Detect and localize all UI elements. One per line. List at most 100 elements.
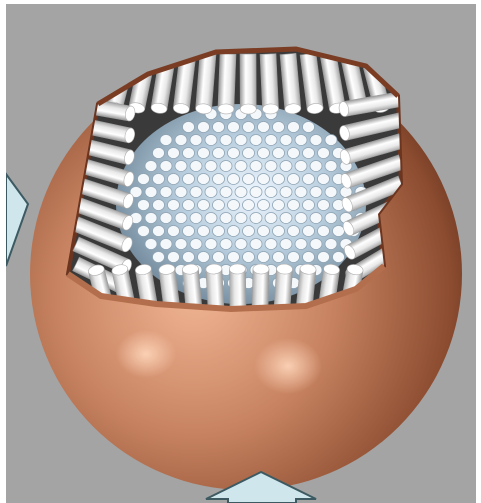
inner-cell — [325, 161, 337, 172]
inner-cell — [213, 200, 225, 211]
inner-cell — [250, 213, 262, 224]
inner-cell — [205, 135, 217, 146]
inner-cell — [310, 239, 322, 250]
inner-cell — [213, 174, 225, 185]
inner-cell — [295, 161, 307, 172]
inner-cell — [310, 161, 322, 172]
inner-cell — [258, 174, 270, 185]
scene-svg — [6, 4, 476, 503]
inner-cell — [235, 213, 247, 224]
inner-cell — [243, 252, 255, 263]
inner-cell — [228, 174, 240, 185]
inner-cell — [265, 161, 277, 172]
inner-cell — [168, 226, 180, 237]
inner-cell — [303, 122, 315, 133]
inner-cell — [295, 239, 307, 250]
rod — [260, 54, 279, 115]
inner-cell — [258, 226, 270, 237]
inner-cell — [205, 161, 217, 172]
inner-cell — [310, 187, 322, 198]
inner-cell — [318, 148, 330, 159]
inner-cell — [160, 213, 172, 224]
inner-cell — [198, 200, 210, 211]
inner-cell — [243, 148, 255, 159]
inner-cell — [288, 252, 300, 263]
inner-cell — [183, 148, 195, 159]
inner-cell — [220, 187, 232, 198]
inner-cell — [138, 226, 150, 237]
inner-cell — [273, 200, 285, 211]
inner-cell — [295, 213, 307, 224]
inner-cell — [220, 135, 232, 146]
inner-cell — [273, 252, 285, 263]
inner-cell — [243, 122, 255, 133]
inner-cell — [318, 174, 330, 185]
rod — [229, 264, 246, 309]
inner-cell — [190, 161, 202, 172]
inner-cell — [235, 161, 247, 172]
inner-cell — [183, 252, 195, 263]
specular-highlight — [254, 338, 322, 394]
inner-cell — [280, 213, 292, 224]
inner-cell — [235, 135, 247, 146]
inner-cell — [295, 135, 307, 146]
inner-cell — [213, 252, 225, 263]
inner-cell — [198, 122, 210, 133]
inner-cell — [190, 135, 202, 146]
inner-cell — [280, 135, 292, 146]
rod — [218, 54, 236, 115]
inner-cell — [213, 148, 225, 159]
inner-cell — [310, 213, 322, 224]
inner-cell — [160, 187, 172, 198]
inner-cell — [153, 226, 165, 237]
inner-cell — [198, 174, 210, 185]
inner-cell — [303, 174, 315, 185]
inner-cell — [138, 174, 150, 185]
inner-cell — [265, 135, 277, 146]
inner-cell — [250, 161, 262, 172]
inner-cell — [175, 187, 187, 198]
inner-cell — [243, 200, 255, 211]
inner-cell — [325, 187, 337, 198]
inner-cell — [220, 213, 232, 224]
inner-cell — [250, 187, 262, 198]
inner-cell — [333, 252, 345, 263]
render-canvas — [6, 4, 476, 503]
inner-cell — [153, 200, 165, 211]
inner-cell — [288, 226, 300, 237]
inner-cell — [183, 174, 195, 185]
rod — [252, 264, 269, 309]
inner-cell — [175, 213, 187, 224]
inner-cell — [153, 174, 165, 185]
inner-cell — [288, 122, 300, 133]
inner-cell — [145, 213, 157, 224]
inner-cell — [168, 148, 180, 159]
inner-cell — [168, 200, 180, 211]
inner-cell — [243, 174, 255, 185]
inner-cell — [160, 135, 172, 146]
inner-cell — [303, 200, 315, 211]
inner-cell — [295, 187, 307, 198]
inner-cell — [273, 174, 285, 185]
inner-cell — [228, 122, 240, 133]
inner-cell — [138, 200, 150, 211]
inner-cell — [333, 226, 345, 237]
inner-cell — [318, 252, 330, 263]
inner-cell — [183, 122, 195, 133]
inner-cell — [258, 122, 270, 133]
inner-cell — [273, 226, 285, 237]
inner-cell — [183, 226, 195, 237]
inner-cell — [228, 200, 240, 211]
inner-cell — [288, 174, 300, 185]
inner-cell — [205, 239, 217, 250]
inner-cell — [213, 122, 225, 133]
inner-cell — [303, 226, 315, 237]
inner-cell — [243, 226, 255, 237]
inner-cell — [168, 252, 180, 263]
inner-cell — [273, 122, 285, 133]
inner-cell — [280, 187, 292, 198]
inner-cell — [318, 226, 330, 237]
rod — [274, 264, 293, 310]
inner-cell — [258, 148, 270, 159]
